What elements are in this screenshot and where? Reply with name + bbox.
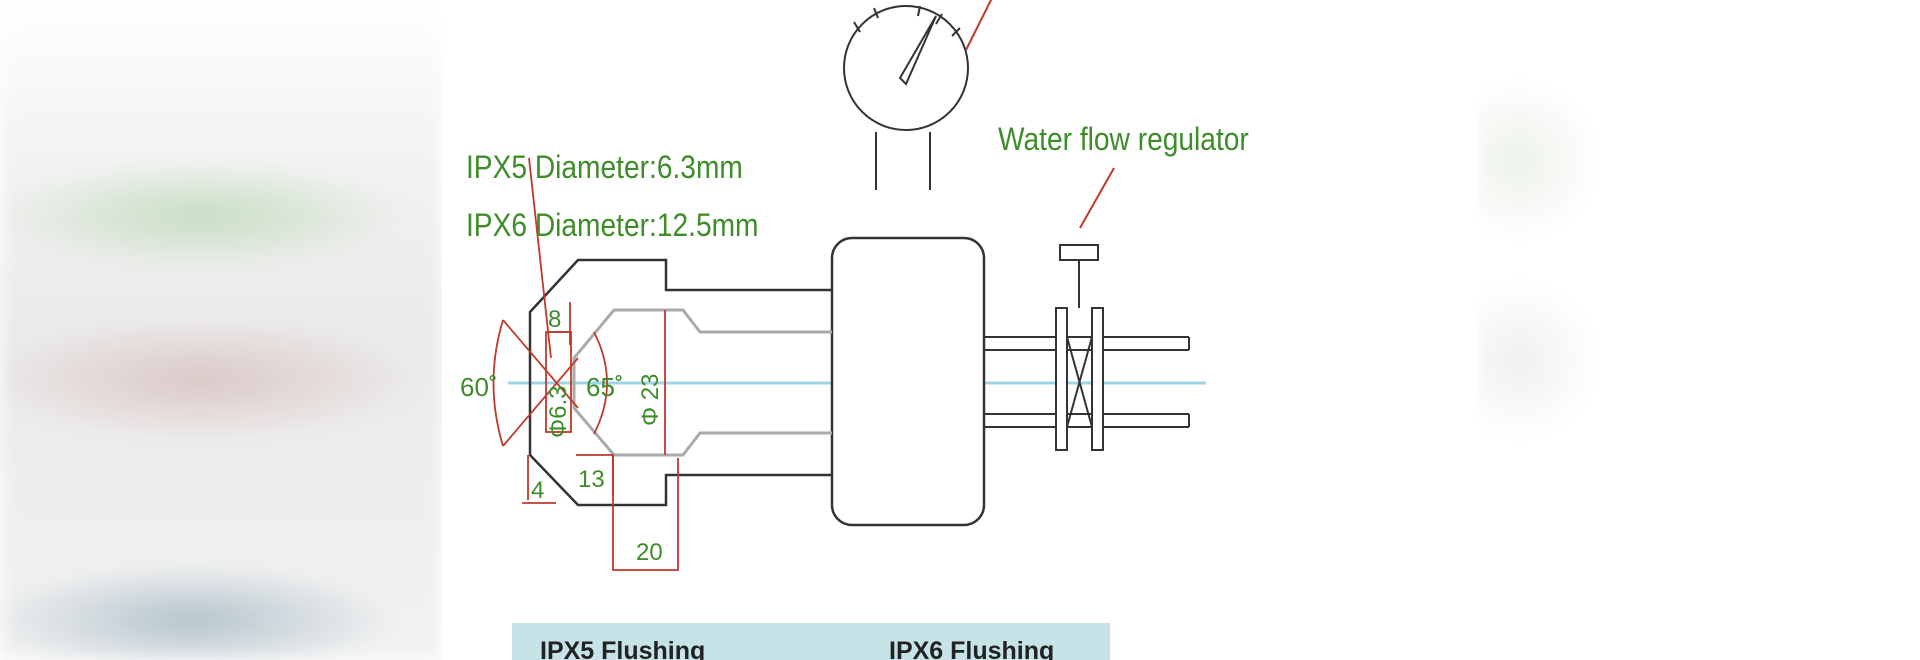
- nozzle-diagram: IPX5 Diameter:6.3mm IPX6 Diameter:12.5mm…: [460, 0, 1249, 571]
- flushing-table-header: IPX5 Flushing IPX6 Flushing: [512, 623, 1110, 660]
- nozzle-body: [528, 258, 832, 507]
- gauge-leader-line: [965, 0, 993, 51]
- ipx6-flushing-header: IPX6 Flushing: [889, 637, 1055, 660]
- angle-60-label: 60˚: [460, 372, 498, 402]
- water-flow-regulator-label: Water flow regulator: [998, 122, 1249, 157]
- dimension-13-label: 13: [578, 466, 605, 493]
- pressure-chamber: [830, 236, 986, 527]
- water-flow-regulator-valve: [1055, 244, 1104, 451]
- ipx5-diameter-label: IPX5 Diameter:6.3mm: [466, 150, 743, 185]
- dimension-phi-6-3-label: Φ6.3: [545, 385, 572, 438]
- regulator-leader-line: [1079, 167, 1115, 229]
- ipx6-diameter-label: IPX6 Diameter:12.5mm: [466, 208, 758, 243]
- blurred-background-right: [1478, 0, 1920, 660]
- image-panel: IPX5 Diameter:6.3mm IPX6 Diameter:12.5mm…: [442, 0, 1478, 660]
- nozzle-bore: [572, 308, 832, 457]
- outlet-pipes: [984, 336, 1190, 428]
- angle-65-label: 65˚: [586, 372, 624, 402]
- dimension-phi-23-label: Φ 23: [637, 373, 664, 426]
- pressure-gauge: [843, 5, 969, 190]
- ipx5-flushing-header: IPX5 Flushing: [540, 637, 706, 660]
- dimension-4-label: 4: [531, 477, 544, 504]
- dimension-lines: [492, 157, 679, 571]
- dimension-20-label: 20: [636, 539, 663, 566]
- blurred-background-left: [0, 0, 442, 660]
- dimension-8-label: 8: [548, 306, 561, 333]
